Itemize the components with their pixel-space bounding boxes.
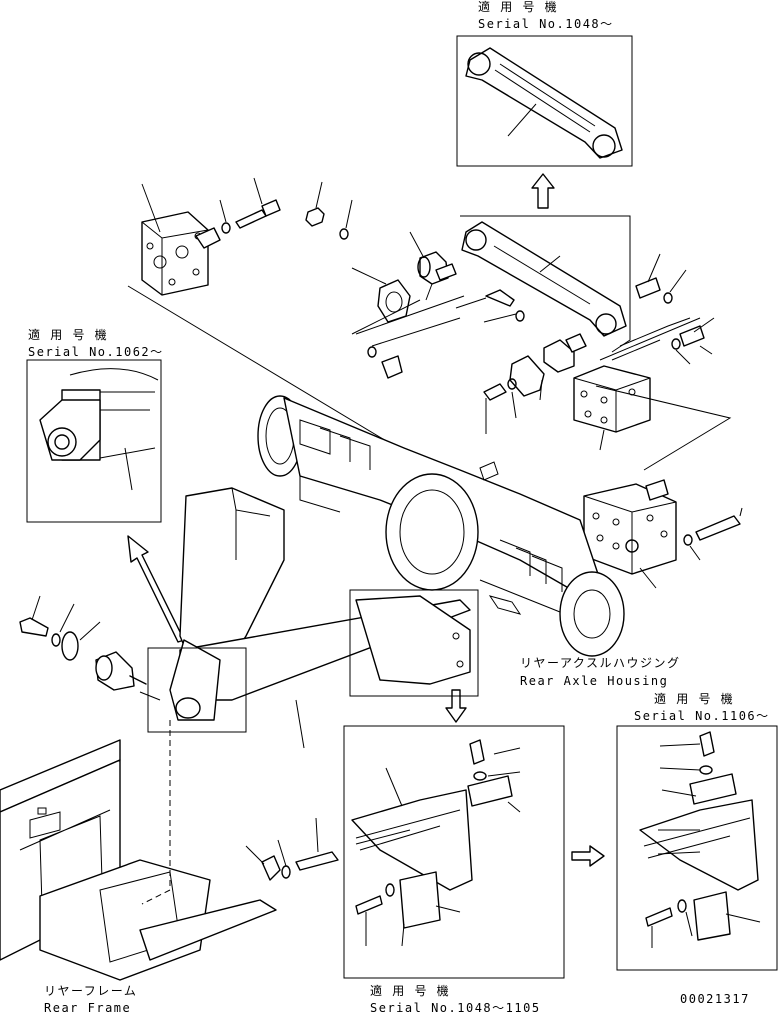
detail-frame-housing-mount — [349, 589, 479, 697]
housing-mount-plate — [355, 595, 471, 685]
rear-frame-en: Rear Frame — [44, 1001, 132, 1015]
bolt-washer-middle-left — [355, 295, 465, 379]
upper-left-bracket — [141, 183, 221, 296]
serial-1048-plus-jp: 適 用 号 機 — [478, 0, 559, 14]
arrow-up — [531, 173, 555, 209]
rear-axle-housing-en: Rear Axle Housing — [520, 674, 669, 688]
plate-washer-upper — [351, 267, 411, 323]
link-assembly — [460, 215, 631, 353]
detail-box-serial-1048-1105 — [343, 725, 565, 979]
leader-lines-upper — [127, 285, 732, 471]
serial-1048-1105-jp: 適 用 号 機 — [370, 984, 451, 998]
rear-frame-jp: リヤーフレーム — [44, 984, 138, 998]
bolt-washer-upper-left — [219, 177, 281, 234]
serial-1062-plus-en: Serial No.1062～ — [28, 345, 164, 359]
serial-1048-plus-en: Serial No.1048～ — [478, 17, 614, 31]
bolt-washer-lower — [245, 817, 339, 881]
drawing-number: 00021317 — [680, 992, 750, 1006]
arrow-right — [571, 845, 605, 867]
arrow-diagonal — [127, 535, 185, 643]
bolts-right-upper — [635, 253, 715, 365]
detail-frame-arm-end — [147, 647, 247, 733]
serial-1106-plus-en: Serial No.1106～ — [634, 709, 770, 723]
detail-box-serial-1062 — [26, 359, 162, 523]
rear-axle-housing-jp: リヤーアクスルハウジング — [520, 656, 681, 670]
nut-and-washer-upper — [305, 181, 353, 240]
bolts-middle — [455, 289, 691, 434]
serial-1048-1105-en: Serial No.1048～1105 — [370, 1001, 541, 1015]
arrow-down — [445, 689, 467, 723]
bushing-upper — [409, 231, 457, 301]
bracket-center-right — [573, 365, 651, 451]
rear-frame — [0, 720, 277, 981]
detail-box-serial-1106 — [616, 725, 778, 971]
rear-axle-housing — [257, 395, 625, 657]
bracket-right — [583, 479, 743, 589]
detail-box-link-serial-1048 — [456, 35, 633, 167]
serial-1106-plus-jp: 適 用 号 機 — [654, 692, 735, 706]
bolt-washer-pin-left — [19, 595, 161, 701]
serial-1062-plus-jp: 適 用 号 機 — [28, 328, 109, 342]
